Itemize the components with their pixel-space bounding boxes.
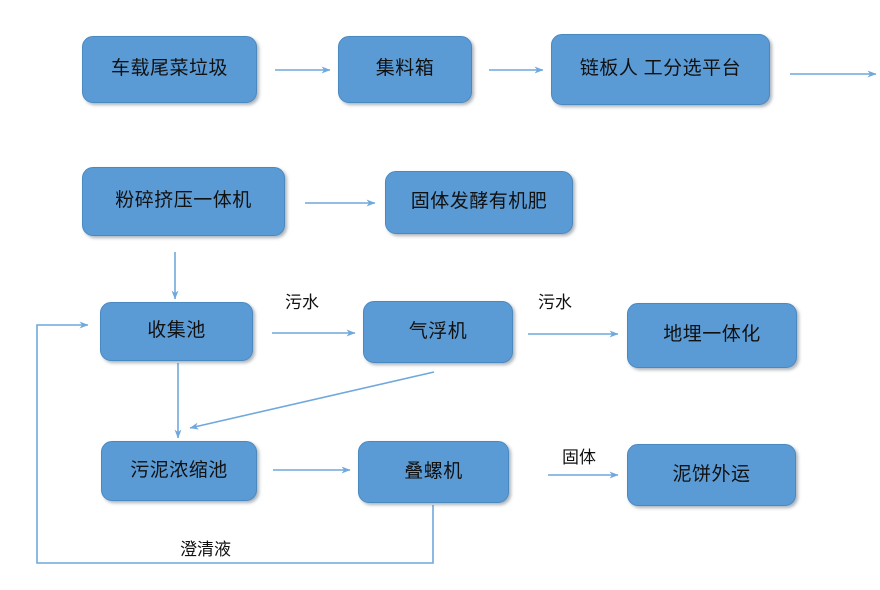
node-label: 泥饼外运 bbox=[672, 463, 751, 485]
node-label: 粉碎挤压一体机 bbox=[115, 190, 252, 212]
node-label: 地埋一体化 bbox=[663, 324, 761, 346]
edge-label-wastewater-1: 污水 bbox=[285, 293, 319, 312]
node-n5[interactable]: 固体发酵有机肥 bbox=[385, 171, 573, 234]
node-label: 链板人 工分选平台 bbox=[579, 58, 742, 80]
node-label: 气浮机 bbox=[408, 320, 468, 342]
node-label: 固体发酵有机肥 bbox=[410, 191, 548, 213]
node-n9[interactable]: 污泥浓缩池 bbox=[101, 441, 257, 501]
node-n11[interactable]: 泥饼外运 bbox=[627, 444, 796, 506]
node-n6[interactable]: 收集池 bbox=[100, 302, 253, 361]
connector-n7-n9-diagonal bbox=[189, 371, 435, 430]
edge-label-wastewater-2: 污水 bbox=[538, 293, 572, 312]
connector-n10-n6-return bbox=[36, 321, 434, 564]
edge-label-clarified-liquid: 澄清液 bbox=[180, 540, 231, 559]
node-n7[interactable]: 气浮机 bbox=[363, 301, 513, 363]
edge-label-solid: 固体 bbox=[562, 448, 596, 467]
node-label: 收集池 bbox=[147, 320, 206, 342]
node-label: 污泥浓缩池 bbox=[130, 459, 228, 481]
node-n10[interactable]: 叠螺机 bbox=[358, 441, 509, 503]
node-label: 叠螺机 bbox=[404, 460, 463, 482]
node-label: 集料箱 bbox=[375, 58, 435, 80]
node-n4[interactable]: 粉碎挤压一体机 bbox=[82, 167, 285, 236]
node-n1[interactable]: 车载尾菜垃圾 bbox=[82, 36, 257, 103]
node-label: 车载尾菜垃圾 bbox=[110, 58, 228, 80]
node-n3[interactable]: 链板人 工分选平台 bbox=[551, 34, 770, 105]
node-n8[interactable]: 地埋一体化 bbox=[627, 303, 797, 368]
node-n2[interactable]: 集料箱 bbox=[338, 36, 472, 103]
